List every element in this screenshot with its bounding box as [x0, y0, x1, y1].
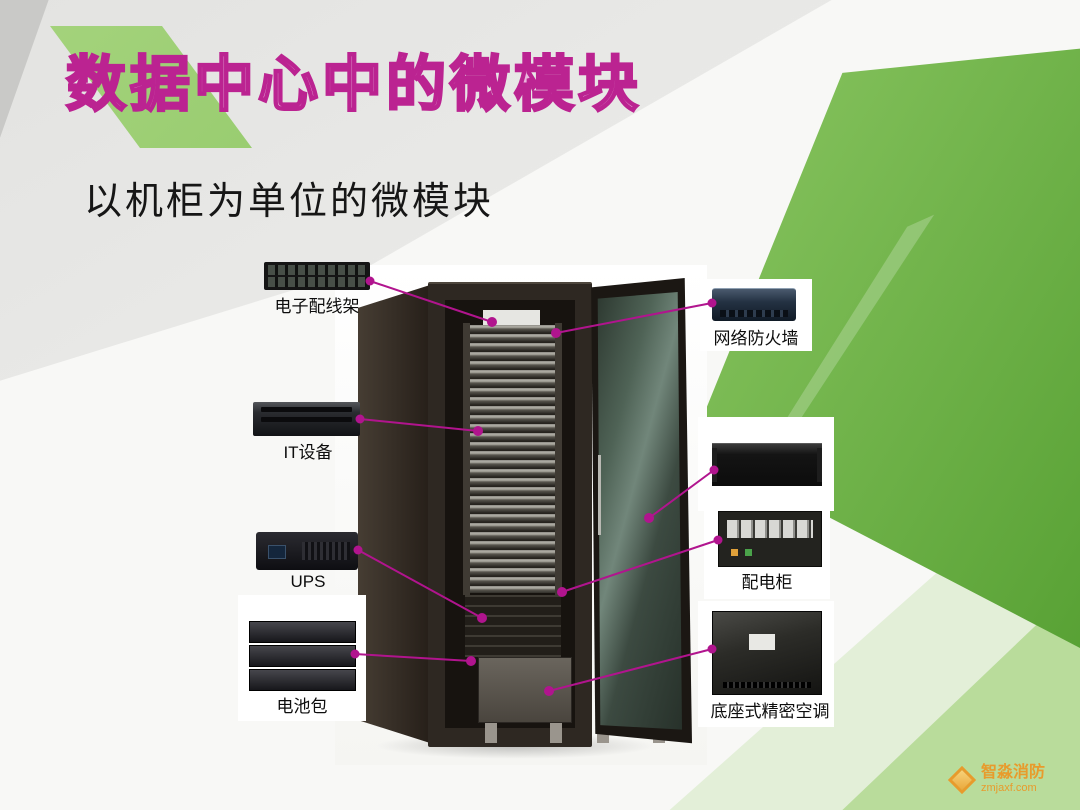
- ac-label-plate: [749, 634, 775, 650]
- rack-rail-left: [463, 323, 470, 595]
- mount-ear: [817, 448, 822, 482]
- ups-display: [268, 545, 286, 559]
- firewall-ports: [720, 310, 788, 317]
- page-subtitle: 以机柜为单位的微模块: [84, 181, 495, 223]
- pdu-cabinet-thumbnail: [718, 511, 822, 567]
- door-handle: [598, 455, 601, 535]
- indicator-orange: [731, 549, 738, 556]
- it-equipment-thumbnail: [253, 402, 360, 436]
- cabinet-foot: [485, 723, 497, 743]
- label-battery-pack: 电池包: [276, 697, 328, 716]
- label-pdu-cabinet: 配电柜: [741, 573, 793, 592]
- server-slot: [261, 407, 352, 412]
- brand-logo: 智淼消防 zmjaxf.com: [947, 764, 1045, 795]
- rack-lower-units: [465, 595, 561, 657]
- battery-cell: [249, 669, 356, 691]
- breaker-row: [727, 520, 813, 538]
- ups-thumbnail: [256, 532, 358, 570]
- server-slot: [261, 417, 352, 422]
- label-precision-ac: 底座式精密空调: [710, 702, 830, 721]
- label-ups: UPS: [290, 572, 326, 591]
- precision-ac-thumbnail: [712, 611, 822, 695]
- battery-pack-thumbnail: [249, 621, 356, 691]
- cabinet-base-unit: [478, 657, 572, 723]
- page-title: 数据中心中的微模块: [65, 50, 642, 120]
- label-it-equipment: IT设备: [283, 443, 333, 462]
- rack-device-thumbnail: [712, 443, 822, 486]
- rack-mounted-servers: [470, 325, 555, 593]
- cabinet-foot: [550, 723, 562, 743]
- indicator-green: [745, 549, 752, 556]
- patch-panel-thumbnail: [264, 262, 370, 290]
- patch-panel-ports: [268, 265, 366, 275]
- ac-vent: [723, 682, 811, 688]
- ups-vents: [302, 542, 350, 560]
- battery-cell: [249, 645, 356, 667]
- logo-text: 智淼消防 zmjaxf.com: [981, 764, 1045, 795]
- mount-ear: [712, 448, 717, 482]
- logo-site-url: zmjaxf.com: [981, 782, 1037, 795]
- firewall-thumbnail: [712, 288, 796, 321]
- cabinet-side-panel: [358, 285, 430, 743]
- cabinet-photo: [335, 265, 707, 765]
- battery-cell: [249, 621, 356, 643]
- patch-panel-ports: [268, 277, 366, 287]
- zhimiao-logo-icon: [947, 765, 977, 794]
- logo-name: 智淼消防: [981, 764, 1046, 781]
- label-firewall: 网络防火墙: [713, 329, 799, 348]
- label-patch-panel: 电子配线架: [274, 297, 360, 316]
- rack-rail-right: [555, 323, 562, 595]
- cabinet-glass-door: [597, 292, 682, 730]
- cabinet-top-tray: [483, 310, 540, 326]
